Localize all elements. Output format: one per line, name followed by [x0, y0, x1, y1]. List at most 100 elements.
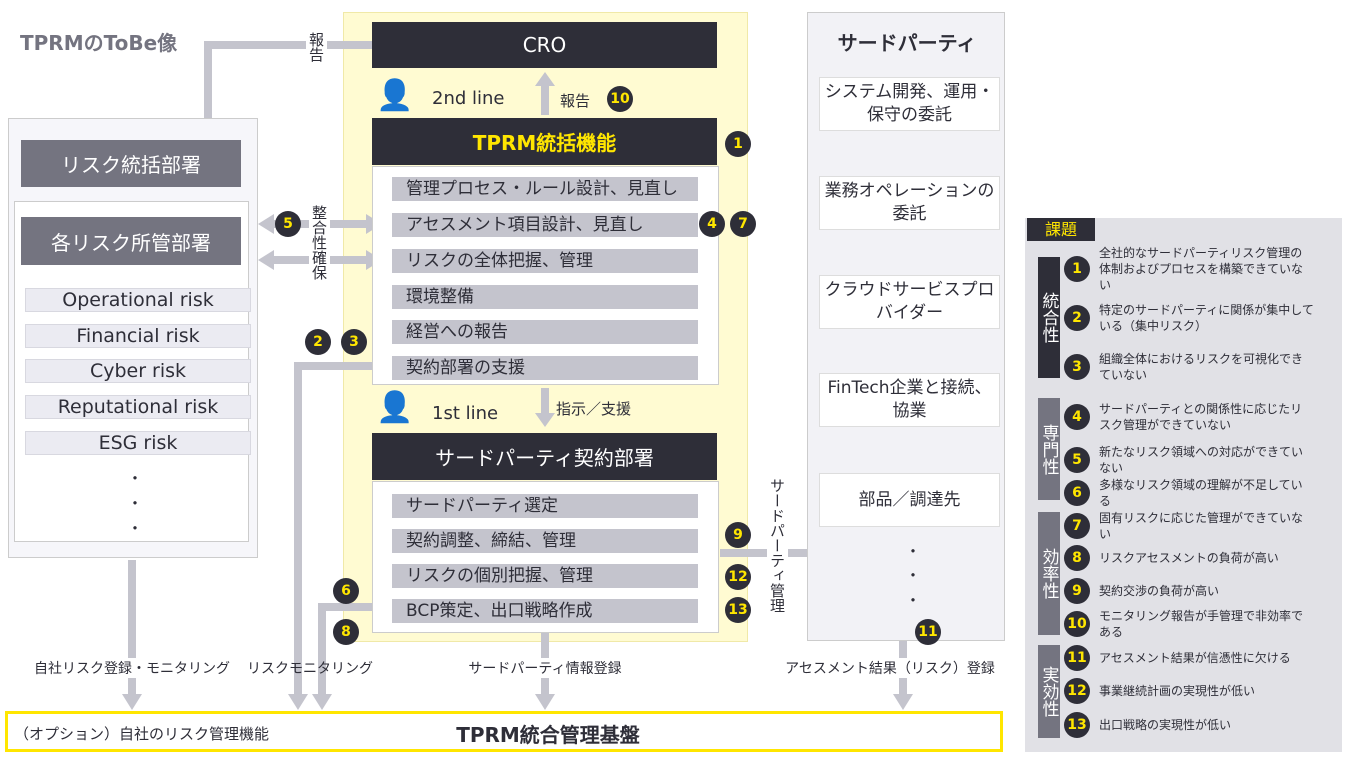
tprm-item: 契約部署の支援	[392, 356, 698, 380]
tprm-item: アセスメント項目設計、見直し	[392, 213, 698, 237]
tprm-platform: （オプション）自社のリスク管理機能 TPRM統合管理基盤	[5, 711, 1003, 752]
badge-11: 11	[915, 619, 941, 645]
issue-badge-12: 12	[1064, 678, 1090, 704]
badge-5: 5	[275, 211, 301, 237]
ellipsis: ・	[127, 494, 144, 513]
tprm-item: 管理プロセス・ルール設計、見直し	[392, 177, 698, 201]
support-line	[294, 362, 372, 697]
contract-item: リスクの個別把握、管理	[392, 564, 698, 588]
issue-badge-8: 8	[1064, 545, 1090, 571]
badge-9: 9	[725, 522, 751, 548]
contract-dept-title: サードパーティ契約部署	[372, 433, 717, 480]
category-efficiency: 効率性	[1038, 512, 1060, 635]
category-effectiveness: 実効性	[1038, 645, 1060, 738]
third-party-item: システム開発、運用・保守の委託	[819, 77, 1000, 131]
issue-text: 組織全体におけるリスクを可視化できていない	[1099, 352, 1304, 382]
contract-item: 契約調整、締結、管理	[392, 529, 698, 553]
risk-item: Reputational risk	[25, 395, 251, 419]
report-label: 報告	[307, 32, 325, 62]
issue-text: 固有リスクに応じた管理ができていない	[1099, 511, 1304, 541]
left-panel: リスク統括部署 各リスク所管部署 Operational risk Financ…	[8, 118, 258, 558]
issue-text: 事業継続計画の実現性が低い	[1099, 684, 1256, 698]
issue-text: 特定のサードパーティに関係が集中している（集中リスク）	[1099, 303, 1314, 333]
cro-box: CRO	[372, 22, 717, 68]
risk-owner-box: 各リスク所管部署 Operational risk Financial risk…	[14, 201, 251, 542]
risk-item: Operational risk	[25, 288, 251, 312]
badge-2: 2	[305, 329, 331, 355]
badge-10: 10	[607, 86, 633, 112]
report-line	[204, 41, 410, 138]
contract-dept-list: サードパーティ選定 契約調整、締結、管理 リスクの個別把握、管理 BCP策定、出…	[372, 481, 719, 633]
instruction-label: 指示／支援	[556, 400, 632, 418]
issue-badge-3: 3	[1064, 354, 1090, 380]
issue-text: 全社的なサードパーティリスク管理の体制およびプロセスを構築できていない	[1099, 246, 1304, 292]
own-risk-label: 自社リスク登録・モニタリング	[31, 658, 233, 678]
issue-badge-9: 9	[1064, 578, 1090, 604]
issue-badge-10: 10	[1064, 611, 1090, 637]
issue-badge-7: 7	[1064, 513, 1090, 539]
third-party-item: クラウドサービスプロバイダー	[819, 275, 1000, 329]
risk-monitoring-label: リスクモニタリング	[247, 661, 373, 677]
tp-info-label: サードパーティ情報登録	[465, 658, 625, 678]
badge-7: 7	[730, 211, 756, 237]
cro-report-label: 報告	[560, 92, 591, 110]
tprm-item: リスクの全体把握、管理	[392, 249, 698, 273]
contract-item: サードパーティ選定	[392, 494, 698, 518]
issue-badge-11: 11	[1064, 645, 1090, 671]
tprm-function-list: 管理プロセス・ルール設計、見直し アセスメント項目設計、見直し リスクの全体把握…	[372, 166, 719, 385]
risk-control-dept: リスク統括部署	[21, 140, 241, 187]
issue-text: 多様なリスク領域の理解が不足している	[1099, 478, 1303, 508]
tprm-item: 経営への報告	[392, 320, 698, 344]
person-icon: 👤	[376, 78, 414, 113]
contract-item: BCP策定、出口戦略作成	[392, 599, 698, 623]
issue-text: リスクアセスメントの負荷が高い	[1099, 551, 1279, 565]
issue-text: 契約交渉の負荷が高い	[1099, 584, 1220, 598]
issue-badge-13: 13	[1064, 712, 1090, 738]
badge-12: 12	[725, 564, 751, 590]
issue-text: 新たなリスク領域への対応ができていない	[1099, 445, 1304, 475]
issue-text: サードパーティとの関係性に応じたリスク管理ができていない	[1099, 402, 1303, 432]
platform-option: （オプション）自社のリスク管理機能	[14, 725, 270, 743]
risk-item: Financial risk	[25, 324, 251, 348]
ellipsis: ・	[127, 519, 144, 538]
issue-badge-2: 2	[1064, 305, 1090, 331]
issue-text: モニタリング報告が手管理で非効率である	[1099, 609, 1304, 639]
risk-item: Cyber risk	[25, 359, 251, 383]
third-party-title: サードパーティ	[837, 31, 977, 55]
person-icon: 👤	[376, 390, 414, 425]
alignment-label: 整合性確保	[309, 205, 330, 280]
issue-badge-1: 1	[1064, 256, 1090, 282]
second-line-label: 2nd line	[432, 88, 505, 109]
issue-badge-6: 6	[1064, 480, 1090, 506]
risk-item: ESG risk	[25, 431, 251, 455]
category-expertise: 専門性	[1038, 398, 1060, 500]
badge-13: 13	[725, 597, 751, 623]
third-party-item: 業務オペレーションの委託	[819, 176, 1000, 230]
category-integration: 統合性	[1038, 257, 1060, 378]
tp-management-label: サードパーティ管理	[767, 478, 788, 613]
tprm-item: 環境整備	[392, 285, 698, 309]
badge-8: 8	[333, 619, 359, 645]
assessment-label: アセスメント結果（リスク）登録	[782, 658, 998, 678]
badge-6: 6	[333, 578, 359, 604]
page-title: TPRMのToBe像	[20, 31, 178, 55]
platform-title: TPRM統合管理基盤	[456, 723, 640, 747]
tprm-function-title: TPRM統括機能	[372, 118, 717, 165]
issue-text: 出口戦略の実現性が低い	[1099, 718, 1232, 732]
risk-owner-dept: 各リスク所管部署	[21, 217, 241, 265]
badge-4: 4	[699, 211, 725, 237]
third-party-item: 部品／調達先	[819, 473, 1000, 527]
ellipsis: ・	[127, 469, 144, 488]
badge-3: 3	[341, 329, 367, 355]
issue-badge-5: 5	[1064, 447, 1090, 473]
bcp-line	[318, 603, 372, 697]
first-line-label: 1st line	[432, 403, 499, 424]
badge-1: 1	[725, 131, 751, 157]
third-party-item: FinTech企業と接続、協業	[819, 373, 1000, 427]
issue-badge-4: 4	[1064, 404, 1090, 430]
third-party-panel: サードパーティ システム開発、運用・保守の委託 業務オペレーションの委託 クラウ…	[807, 12, 1005, 641]
ellipsis: ・	[905, 542, 922, 561]
issues-header: 課題	[1027, 218, 1095, 241]
ellipsis: ・	[905, 591, 922, 610]
ellipsis: ・	[905, 566, 922, 585]
